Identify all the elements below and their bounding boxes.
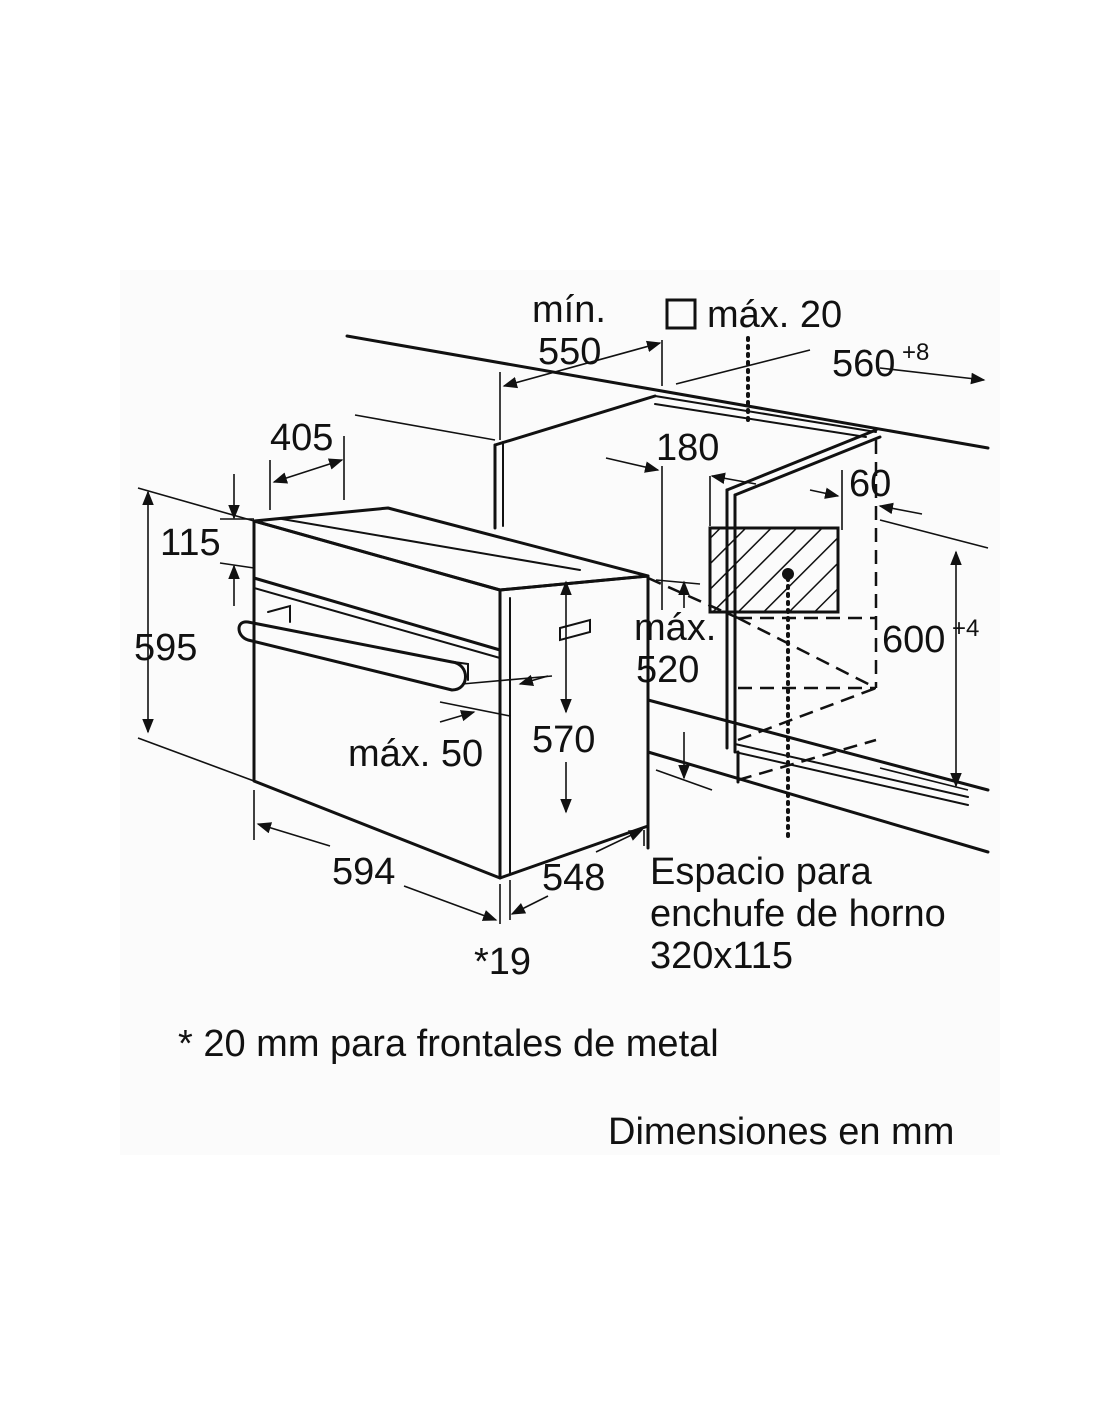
socket-point: [782, 568, 794, 580]
label-180: 180: [656, 427, 719, 469]
label-115: 115: [160, 522, 221, 564]
label-60: 60: [849, 463, 891, 505]
label-min: mín.: [532, 289, 606, 331]
label-600-tolerance: +4: [952, 615, 979, 642]
socket-area: [708, 526, 840, 614]
socket-note-line1: Espacio para: [650, 851, 873, 893]
dimension-labels: mín. 550 máx. 20 560 +8 405 180 60 115 5…: [134, 289, 979, 983]
label-max20: máx. 20: [707, 294, 842, 336]
oven: [237, 506, 650, 880]
label-max520-top: máx.: [634, 607, 716, 649]
footnote: * 20 mm para frontales de metal: [178, 1023, 719, 1065]
label-max50: máx. 50: [348, 733, 483, 775]
dimension-lines: [137, 340, 989, 924]
label-548: 548: [542, 857, 605, 899]
label-550: 550: [538, 331, 601, 373]
label-560: 560: [832, 343, 895, 385]
label-594: 594: [332, 851, 395, 893]
square-symbol: [665, 298, 697, 330]
socket-note-line2: enchufe de horno: [650, 893, 946, 935]
label-570: 570: [532, 719, 595, 761]
label-600: 600: [882, 619, 945, 661]
socket-note-line3: 320x115: [650, 935, 793, 977]
socket-note: Espacio para enchufe de horno 320x115: [650, 851, 946, 977]
label-595: 595: [134, 627, 197, 669]
label-560-tolerance: +8: [902, 339, 929, 366]
label-19: *19: [474, 941, 531, 983]
diagram-background: [120, 270, 1000, 1155]
label-max520-value: 520: [636, 649, 699, 691]
units-note: Dimensiones en mm: [608, 1111, 954, 1153]
label-405: 405: [270, 417, 333, 459]
